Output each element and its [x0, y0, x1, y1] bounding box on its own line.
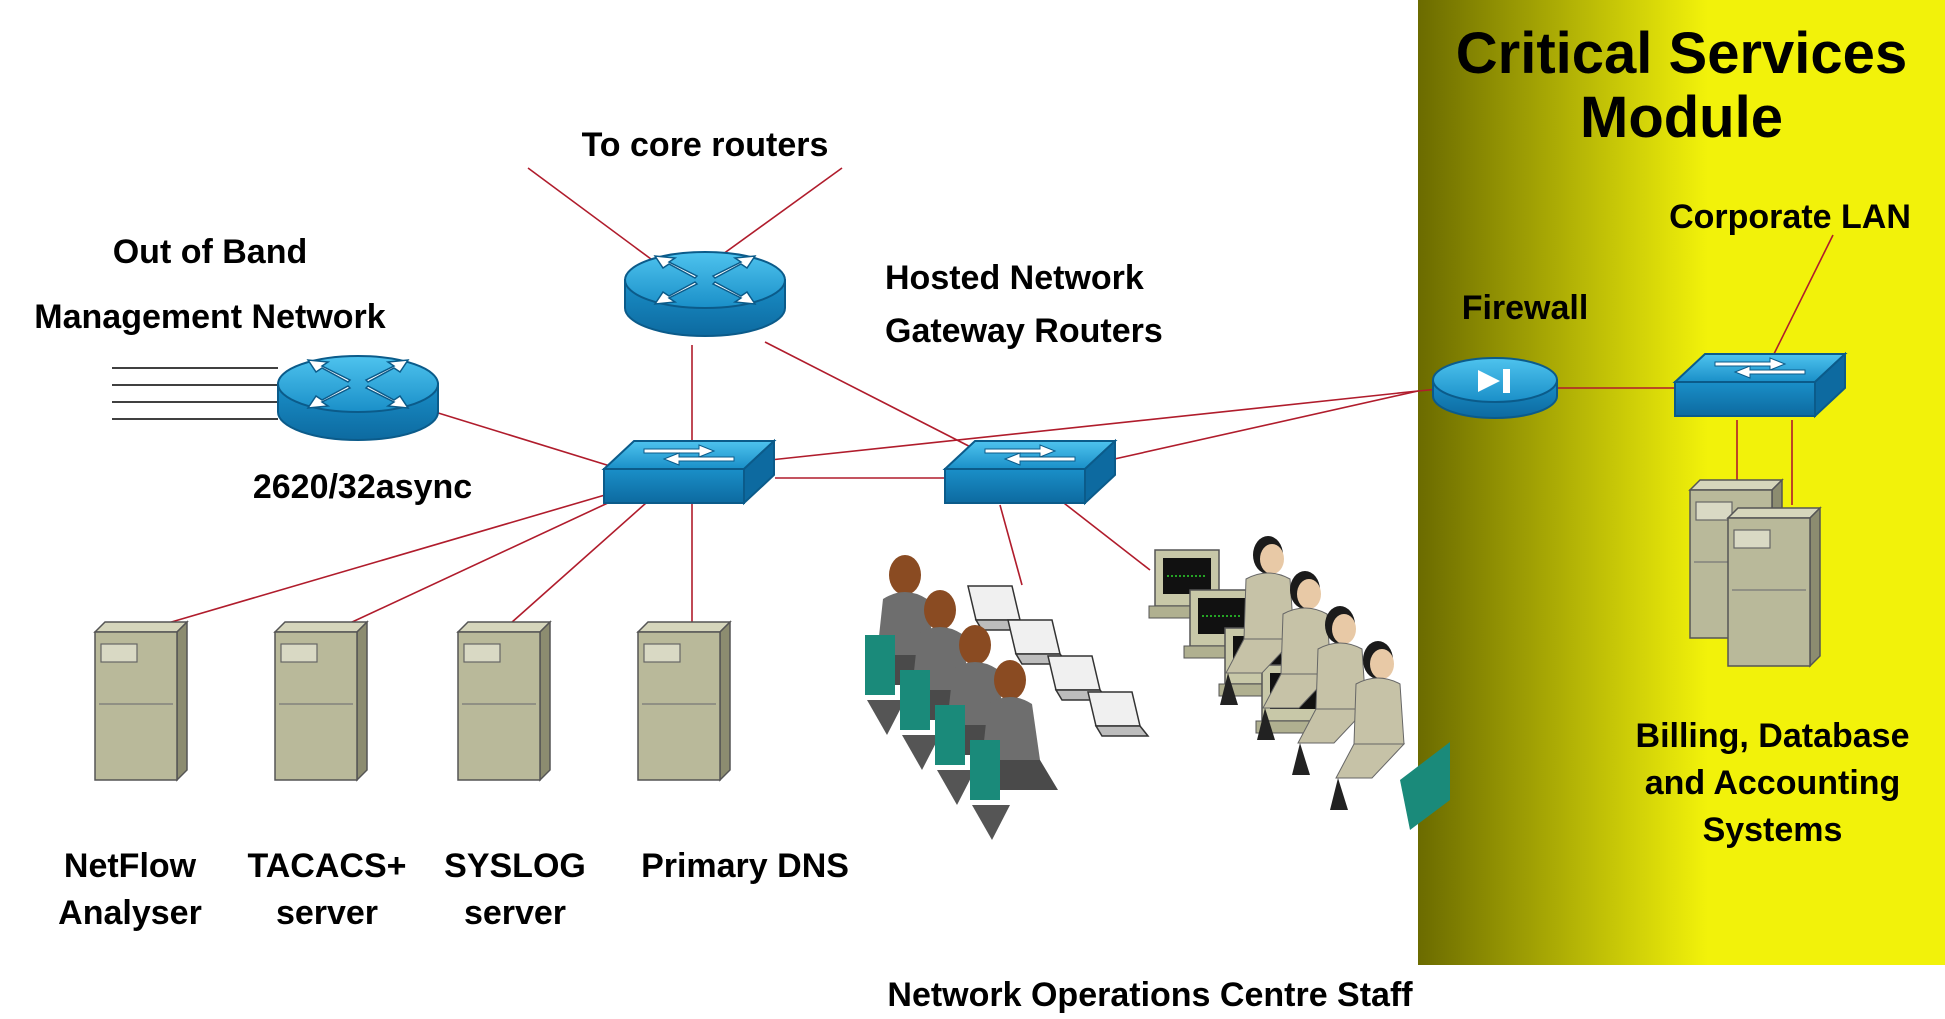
dns-line1: Primary DNS [641, 847, 849, 885]
billing-line3: Systems [1702, 811, 1843, 849]
to-core-routers-label: To core routers [581, 126, 829, 164]
critical-services-module-panel [1418, 0, 1945, 965]
module-title-line1: Critical Services [1455, 21, 1908, 86]
tacacs-server-icon [274, 621, 368, 781]
tacacs-line2: server [275, 894, 379, 932]
syslog-server-icon [457, 621, 551, 781]
core-gateway-router [624, 251, 786, 337]
syslog-line1: SYSLOG [444, 847, 586, 885]
oob-network-label: Out of Band Management Network [0, 229, 420, 341]
tacacs-line1: TACACS+ [247, 847, 407, 885]
oob-router-2620 [277, 355, 439, 441]
firewall-label: Firewall [1461, 289, 1589, 327]
chair-icon [1400, 742, 1450, 830]
syslog-label: SYSLOG server [420, 843, 610, 937]
management-switch [603, 440, 775, 504]
billing-line1: Billing, Database [1635, 717, 1910, 755]
gateway-line1: Hosted Network [885, 259, 1144, 297]
noc-staff-right-group [1148, 535, 1450, 830]
corporate-switch [1674, 353, 1846, 417]
tacacs-label: TACACS+ server [222, 843, 432, 937]
gateway-routers-label: Hosted Network Gateway Routers [885, 255, 1163, 355]
network-links [167, 167, 1834, 624]
netflow-line2: Analyser [58, 894, 202, 932]
netflow-label: NetFlow Analyser [30, 843, 230, 937]
billing-systems-label: Billing, Database and Accounting Systems [1600, 713, 1945, 854]
syslog-line2: server [463, 894, 567, 932]
oob-line1: Out of Band [112, 233, 308, 271]
router-2620-label: 2620/32async [252, 468, 473, 506]
dns-label: Primary DNS [620, 843, 870, 890]
module-title-line2: Module [1580, 85, 1783, 150]
netflow-line1: NetFlow [63, 847, 197, 885]
noc-switch [944, 440, 1116, 504]
firewall-icon [1432, 357, 1558, 419]
oob-line2: Management Network [34, 298, 386, 336]
noc-staff-left-group [865, 555, 1149, 840]
billing-server-icon-front [1727, 507, 1821, 667]
billing-line2: and Accounting [1644, 764, 1901, 802]
gateway-line2: Gateway Routers [885, 312, 1163, 350]
oob-lines [112, 367, 278, 420]
noc-staff-label: Network Operations Centre Staff [887, 976, 1413, 1014]
netflow-server-icon [94, 621, 188, 781]
corporate-lan-label: Corporate LAN [1669, 198, 1911, 236]
module-title: Critical Services Module [1418, 22, 1945, 150]
dns-server-icon [637, 621, 731, 781]
